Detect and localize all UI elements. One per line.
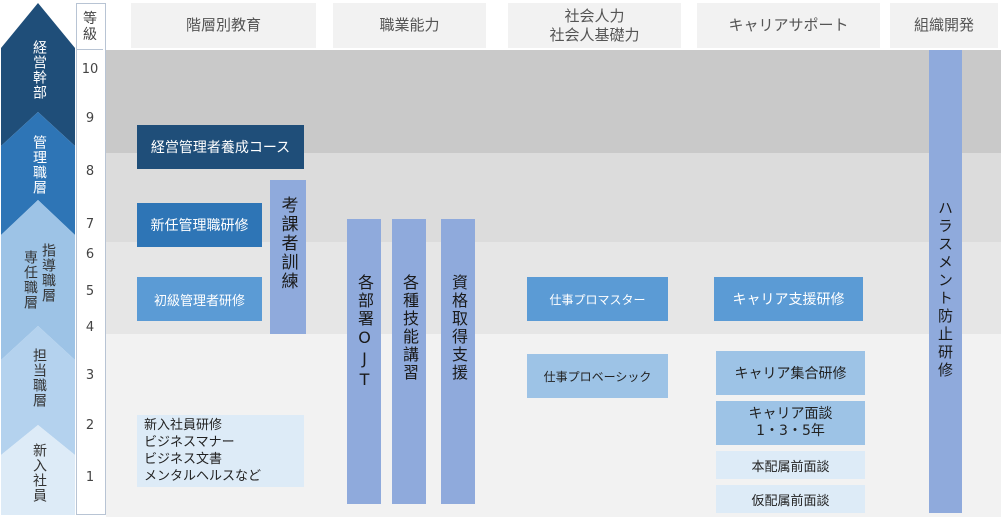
program-evaluator-training-label: 考課者訓練 [277, 196, 298, 291]
program-work-pro-master: 仕事プロマスター [527, 277, 668, 321]
program-new-manager: 新任管理職研修 [137, 203, 262, 247]
program-career-support: キャリア支援研修 [714, 277, 863, 321]
grade-6: 6 [85, 247, 95, 262]
program-junior-manager: 初級管理者研修 [137, 277, 262, 321]
tier-arrow-manager [1, 112, 75, 235]
tier-label-manager: 管理職層 [31, 135, 47, 195]
program-career-interview: キャリア面談 1・3・5年 [716, 401, 865, 445]
program-newcomer-training: 新入社員研修 ビジネスマナー ビジネス文書 メンタルヘルスなど [137, 415, 304, 487]
grade-4: 4 [85, 320, 95, 335]
tier-label-specialist: 専任職層 [22, 250, 38, 310]
grade-3: 3 [85, 368, 95, 383]
grade-10: 10 [81, 62, 99, 77]
grade-7: 7 [85, 217, 95, 232]
program-qualification-support: 資格取得支援 [441, 219, 475, 504]
program-ojt-label: 各部署OJT [355, 274, 374, 391]
program-ojt: 各部署OJT [347, 219, 381, 504]
tier-arrow-executive [1, 3, 75, 146]
column-header-career-support: キャリアサポート [697, 3, 880, 48]
program-main-assignment-interview: 本配属前面談 [716, 451, 865, 479]
grade-9: 9 [85, 111, 95, 126]
program-work-pro-basic: 仕事プロベーシック [527, 354, 668, 398]
tier-arrow [1, 3, 75, 515]
column-header-org-development: 組織開発 [890, 3, 998, 48]
program-harassment-prevention: ハラスメント防止研修 [929, 50, 962, 513]
tier-arrow-leader [1, 200, 75, 360]
program-evaluator-training: 考課者訓練 [270, 180, 306, 334]
program-career-group: キャリア集合研修 [716, 351, 865, 395]
grade-1: 1 [85, 470, 95, 485]
program-executive-course: 経営管理者養成コース [137, 125, 304, 169]
grade-2: 2 [85, 418, 95, 433]
grade-5: 5 [85, 284, 95, 299]
tier-label-executive: 経営幹部 [31, 40, 47, 100]
column-header-tiered-education: 階層別教育 [131, 3, 316, 48]
tier-arrow-staff [1, 326, 75, 455]
tier-label-leader: 指導職層 [40, 243, 56, 303]
program-qualification-support-label: 資格取得支援 [449, 274, 468, 382]
tier-arrow-newcomer [1, 425, 75, 515]
tier-label-newcomer: 新入社員 [31, 443, 47, 503]
grade-8: 8 [85, 164, 95, 179]
program-temp-assignment-interview: 仮配属前面談 [716, 485, 865, 513]
grade-column: 等 級 10 9 8 7 6 5 4 3 2 1 [76, 3, 106, 515]
column-header-job-skills: 職業能力 [333, 3, 486, 48]
program-harassment-prevention-label: ハラスメント防止研修 [936, 200, 954, 380]
program-skills-course: 各種技能講習 [392, 219, 426, 504]
grade-header: 等 級 [77, 4, 103, 50]
tier-label-staff: 担当職層 [31, 348, 47, 408]
column-header-social-skills: 社会人力 社会人基礎力 [508, 3, 681, 48]
program-skills-course-label: 各種技能講習 [400, 274, 419, 382]
